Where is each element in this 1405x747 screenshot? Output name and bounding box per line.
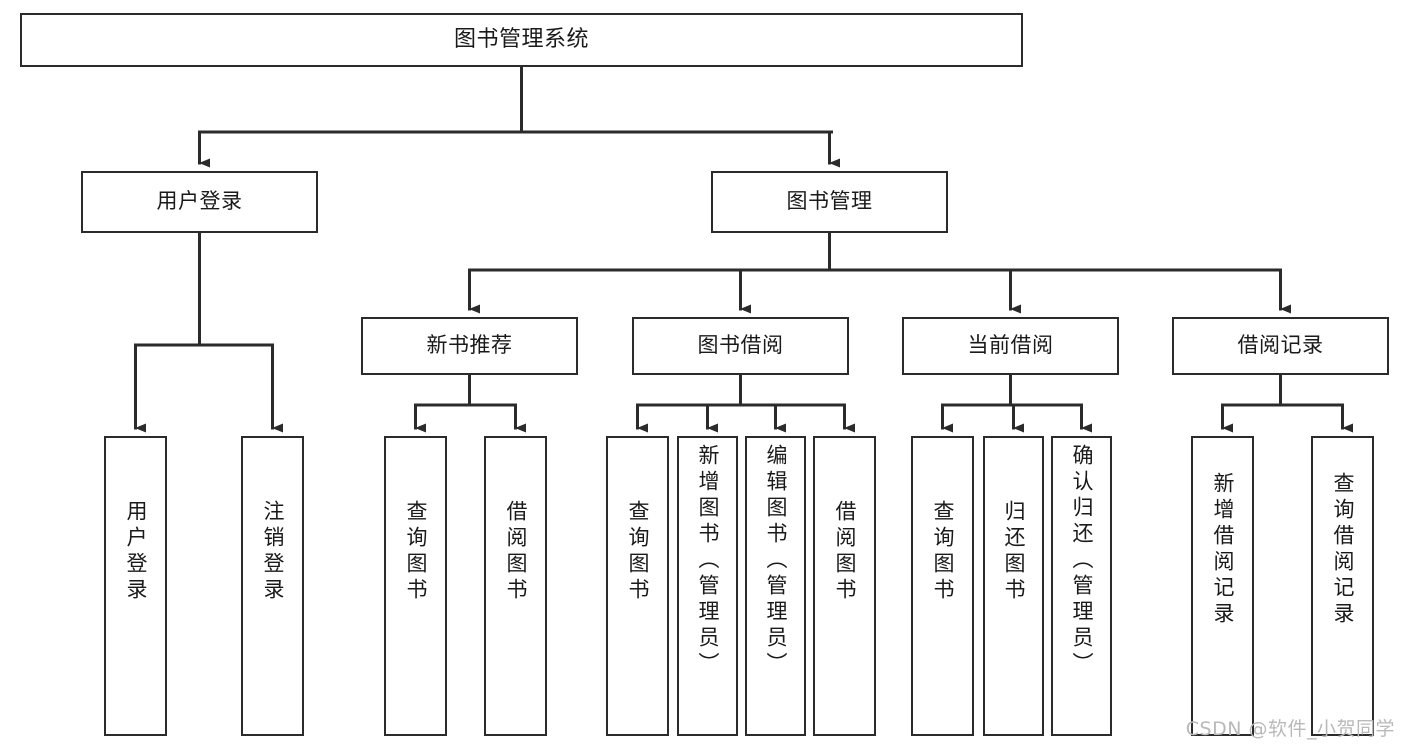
node-leaf-add-book-admin[interactable]: 新增图书（管理员） [677, 436, 738, 736]
node-leaf-query-book-recommendation[interactable]: 查询图书 [384, 436, 447, 736]
node-current-borrow[interactable]: 当前借阅 [902, 317, 1119, 375]
node-label: 图书借阅 [697, 333, 784, 358]
node-leaf-user-login[interactable]: 用户登录 [104, 436, 167, 736]
node-label: 用户登录 [124, 500, 148, 604]
node-label: 查询图书 [931, 500, 955, 604]
node-label: 用户登录 [156, 189, 243, 214]
node-leaf-borrow-book[interactable]: 借阅图书 [813, 436, 876, 736]
node-label: 归还图书 [1002, 500, 1026, 604]
node-leaf-confirm-return-admin[interactable]: 确认归还（管理员） [1051, 436, 1112, 736]
node-leaf-edit-book-admin[interactable]: 编辑图书（管理员） [745, 436, 806, 736]
node-user-login[interactable]: 用户登录 [81, 171, 318, 233]
node-leaf-query-book-borrow[interactable]: 查询图书 [606, 436, 669, 736]
node-label: 新增借阅记录 [1211, 472, 1235, 628]
node-label: 查询借阅记录 [1331, 472, 1355, 628]
node-book-borrow[interactable]: 图书借阅 [632, 317, 849, 375]
node-leaf-return-book[interactable]: 归还图书 [983, 436, 1044, 736]
node-label: 新书推荐 [426, 333, 513, 358]
node-label: 新增图书（管理员） [696, 444, 720, 678]
node-label: 借阅记录 [1237, 333, 1324, 358]
node-label: 确认归还（管理员） [1070, 444, 1094, 678]
node-label: 编辑图书（管理员） [764, 444, 788, 678]
node-label: 借阅图书 [504, 500, 528, 604]
node-root-book-management-system[interactable]: 图书管理系统 [20, 13, 1023, 67]
node-label: 借阅图书 [833, 500, 857, 604]
node-leaf-query-borrow-record[interactable]: 查询借阅记录 [1311, 436, 1374, 736]
csdn-watermark: CSDN @软件_小贺同学 [1185, 718, 1395, 740]
node-new-book-recommendation[interactable]: 新书推荐 [361, 317, 578, 375]
node-label: 图书管理系统 [453, 26, 589, 52]
node-borrow-record[interactable]: 借阅记录 [1172, 317, 1389, 375]
node-label: 注销登录 [261, 500, 285, 604]
node-label: 查询图书 [404, 500, 428, 604]
node-leaf-logout[interactable]: 注销登录 [241, 436, 304, 736]
node-leaf-borrow-book-recommendation[interactable]: 借阅图书 [484, 436, 547, 736]
node-label: 查询图书 [626, 500, 650, 604]
node-leaf-add-borrow-record[interactable]: 新增借阅记录 [1191, 436, 1254, 736]
node-book-management[interactable]: 图书管理 [711, 171, 948, 233]
node-label: 图书管理 [786, 189, 873, 214]
node-leaf-query-book-current[interactable]: 查询图书 [911, 436, 974, 736]
node-label: 当前借阅 [967, 333, 1054, 358]
